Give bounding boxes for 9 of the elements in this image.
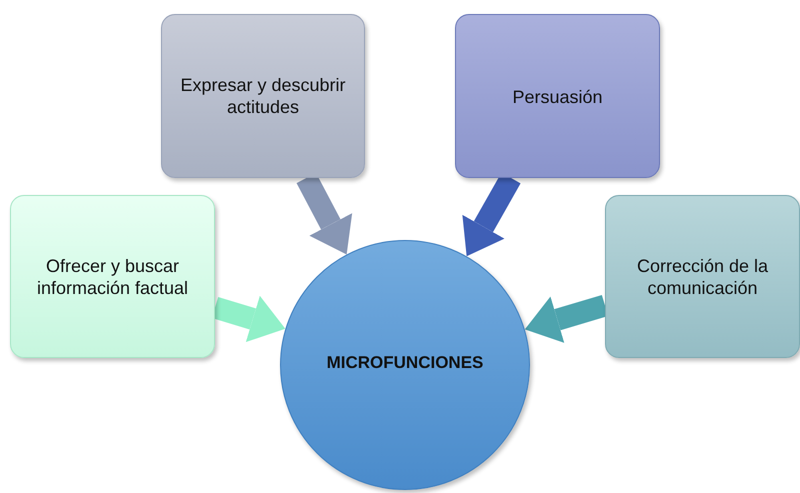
- topic-box: [161, 14, 365, 178]
- topic-box: [10, 195, 215, 358]
- topic-box: [605, 195, 800, 358]
- box-label: Ofrecer y buscar información factual: [36, 256, 190, 300]
- center-label: MICROFUNCIONES: [326, 352, 484, 374]
- box-label: Corrección de la comunicación: [636, 256, 770, 300]
- box-label: Expresar y descubrir actitudes: [179, 75, 347, 118]
- box-label: Persuasión: [512, 87, 603, 109]
- topic-box: [455, 14, 660, 178]
